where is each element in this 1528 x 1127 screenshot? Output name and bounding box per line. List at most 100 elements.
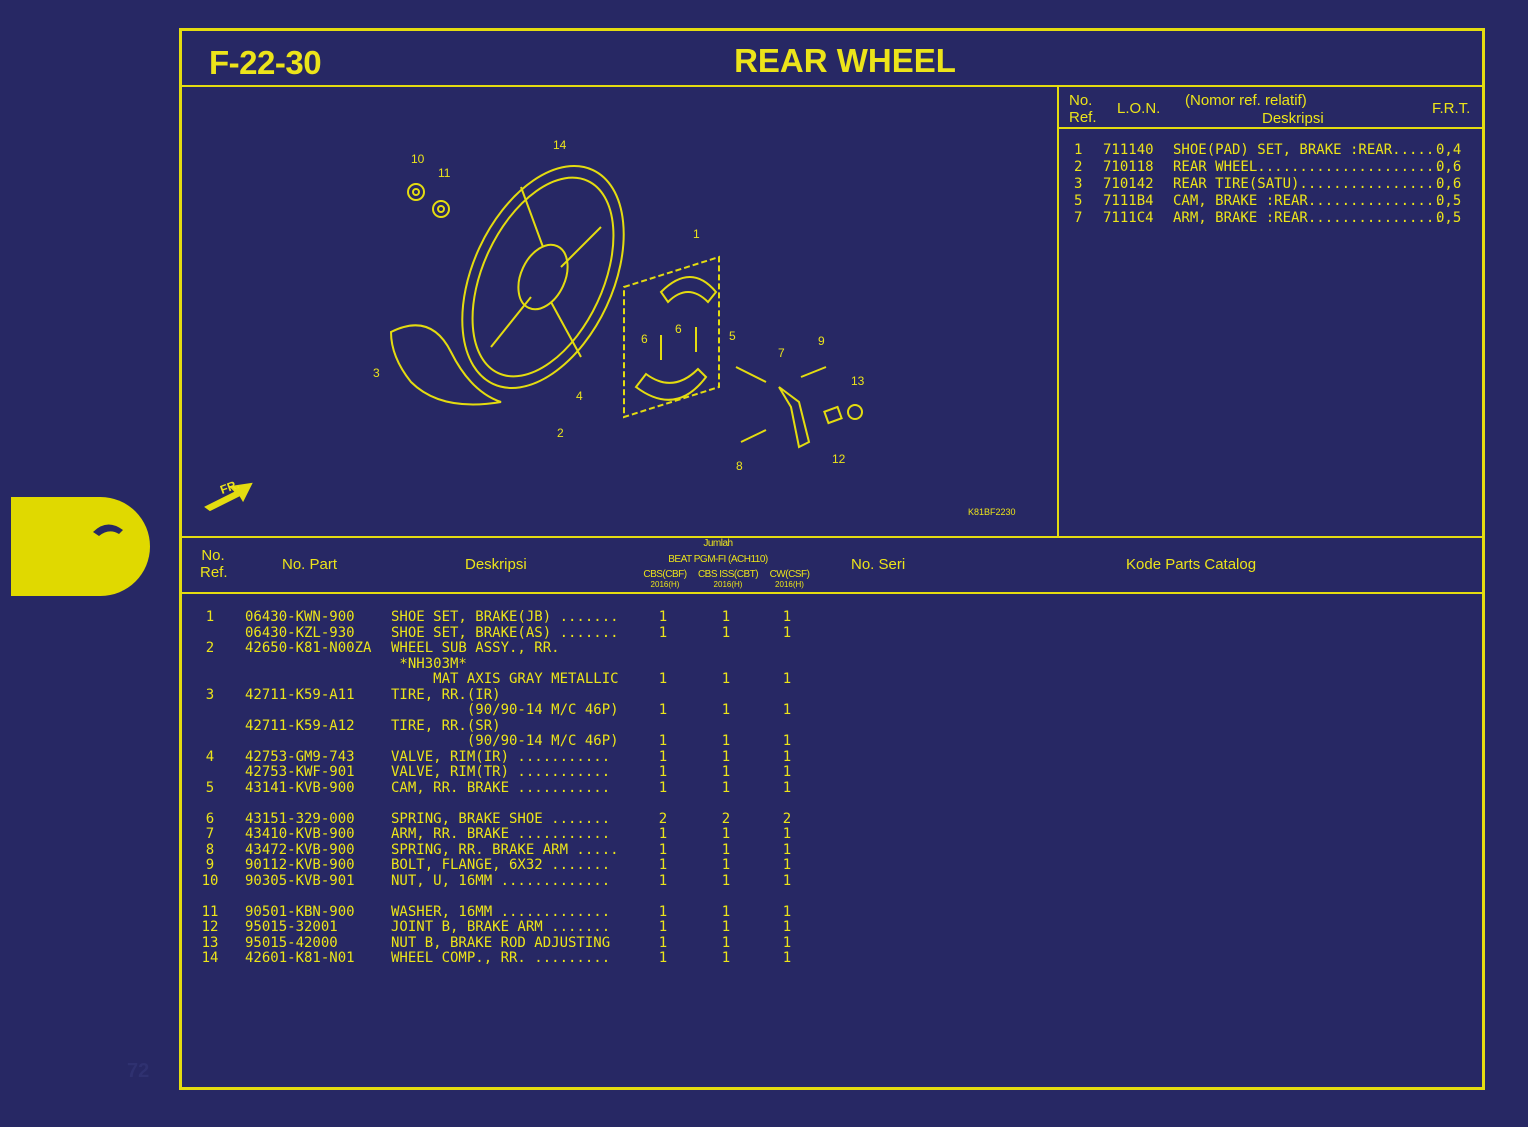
part-quantity: 1 — [782, 748, 792, 765]
divider — [1057, 86, 1059, 537]
part-number[interactable]: 42711-K59-A12 — [245, 717, 355, 734]
part-number[interactable]: 90305-KVB-901 — [245, 872, 355, 889]
part-quantity: 1 — [658, 779, 668, 796]
part-number[interactable]: 42601-K81-N01 — [245, 950, 355, 966]
part-quantity: 1 — [782, 872, 792, 889]
callout-label: 4 — [576, 389, 583, 403]
figure-code: F-22-30 — [209, 44, 322, 81]
part-ref: 7 — [205, 826, 215, 842]
variant-year: 2016(H) — [650, 580, 680, 589]
part-quantity: 1 — [782, 609, 792, 625]
part-description: (90/90-14 M/C 46P) — [391, 702, 619, 718]
part-quantity: 1 — [721, 934, 731, 951]
part-quantity: 2 — [658, 810, 668, 827]
part-number[interactable]: 95015-42000 — [245, 934, 338, 951]
callout-label: 11 — [438, 166, 451, 180]
tire-segment — [389, 324, 502, 406]
callout-label: 6 — [675, 322, 682, 336]
frt-lon: 7111B4 — [1103, 193, 1154, 209]
part-ref: 5 — [205, 779, 215, 796]
part-quantity: 1 — [721, 733, 731, 749]
part-description: SPRING, BRAKE SHOE ....... — [391, 810, 611, 827]
part-quantity: 1 — [782, 764, 792, 780]
part-quantity: 1 — [658, 671, 668, 687]
part-ref: 14 — [201, 950, 219, 966]
part-quantity: 1 — [658, 841, 668, 858]
callout-label: 9 — [818, 334, 825, 348]
frt-lon: 710118 — [1103, 159, 1154, 175]
part-description: TIRE, RR.(IR) — [391, 686, 501, 703]
frt-ref: 3 — [1074, 176, 1083, 192]
part-number[interactable]: 43472-KVB-900 — [245, 841, 355, 858]
part-number[interactable]: 42753-KWF-901 — [245, 764, 355, 780]
frt-value: 0,4 — [1436, 142, 1462, 158]
variant-year: 2016(H) — [713, 580, 743, 589]
part-description: WHEEL COMP., RR. ......... — [391, 950, 611, 966]
part-description: MAT AXIS GRAY METALLIC — [391, 671, 619, 687]
part-quantity: 1 — [721, 872, 731, 889]
frt-header-note: (Nomor ref. relatif) — [1185, 92, 1307, 109]
frt-ref: 2 — [1074, 159, 1083, 175]
part-quantity: 1 — [721, 609, 731, 625]
tab-icon — [93, 524, 123, 536]
part-quantity: 1 — [782, 950, 792, 966]
part-quantity: 2 — [721, 810, 731, 827]
part-quantity: 1 — [782, 702, 792, 718]
part-quantity: 1 — [721, 748, 731, 765]
part-number[interactable]: 43410-KVB-900 — [245, 826, 355, 842]
part-description: VALVE, RIM(IR) ........... — [391, 748, 611, 765]
part-number[interactable]: 43151-329-000 — [245, 810, 355, 827]
part-quantity: 1 — [782, 903, 792, 920]
part-description: *NH303M* — [391, 655, 467, 672]
divider — [180, 536, 1482, 538]
callout-label: 6 — [641, 332, 648, 346]
part-number[interactable]: 95015-32001 — [245, 919, 338, 935]
frt-value: 0,5 — [1436, 193, 1462, 209]
part-quantity: 1 — [658, 826, 668, 842]
frt-desc: CAM, BRAKE :REAR................ — [1173, 193, 1443, 209]
part-quantity: 1 — [721, 857, 731, 873]
part-number[interactable]: 42650-K81-N00ZA — [245, 640, 372, 656]
part-number[interactable]: 42711-K59-A11 — [245, 686, 355, 703]
frt-ref: 1 — [1074, 142, 1083, 158]
part-description: SHOE SET, BRAKE(JB) ....... — [391, 609, 619, 625]
parts-header-serial: No. Seri — [851, 556, 906, 573]
callout-label: 10 — [411, 152, 425, 166]
variant-name: CW(CSF) — [769, 569, 810, 580]
part-description: NUT, U, 16MM ............. — [391, 872, 611, 889]
part-description: TIRE, RR.(SR) — [391, 717, 501, 734]
parts-header-catalog: Kode Parts Catalog — [1126, 556, 1257, 573]
part-quantity: 1 — [658, 609, 668, 625]
part-number[interactable]: 06430-KZL-930 — [245, 624, 355, 641]
frt-desc: ARM, BRAKE :REAR................ — [1173, 210, 1443, 226]
part-quantity: 1 — [658, 857, 668, 873]
part-ref: 11 — [201, 903, 219, 920]
parts-header-qty: Jumlah — [703, 538, 733, 549]
divider — [180, 85, 1482, 87]
callout-label: 3 — [373, 366, 380, 380]
callout-label: 13 — [851, 374, 865, 388]
part-ref: 1 — [205, 609, 215, 625]
part-description: (90/90-14 M/C 46P) — [391, 733, 619, 749]
callout-label: 5 — [729, 329, 736, 343]
part-number[interactable]: 90112-KVB-900 — [245, 857, 355, 873]
frt-ref: 5 — [1074, 193, 1083, 209]
part-quantity: 1 — [721, 764, 731, 780]
callout-label: 1 — [693, 227, 700, 241]
part-quantity: 1 — [782, 841, 792, 858]
callout-label: 7 — [778, 346, 785, 360]
frt-lon: 7111C4 — [1103, 210, 1154, 226]
part-ref: 2 — [205, 640, 215, 656]
part-quantity: 1 — [782, 671, 792, 687]
frt-header-lon: L.O.N. — [1117, 100, 1161, 117]
callout-label: 8 — [736, 459, 743, 473]
part-number[interactable]: 42753-GM9-743 — [245, 748, 355, 765]
part-number[interactable]: 90501-KBN-900 — [245, 903, 355, 920]
part-description: WASHER, 16MM ............. — [391, 903, 611, 920]
part-ref: 4 — [205, 748, 215, 765]
section-tab[interactable] — [11, 497, 150, 596]
part-number[interactable]: 06430-KWN-900 — [245, 609, 355, 625]
part-quantity: 1 — [782, 934, 792, 951]
parts-header-model: BEAT PGM-FI (ACH110) — [668, 554, 768, 565]
part-number[interactable]: 43141-KVB-900 — [245, 779, 355, 796]
